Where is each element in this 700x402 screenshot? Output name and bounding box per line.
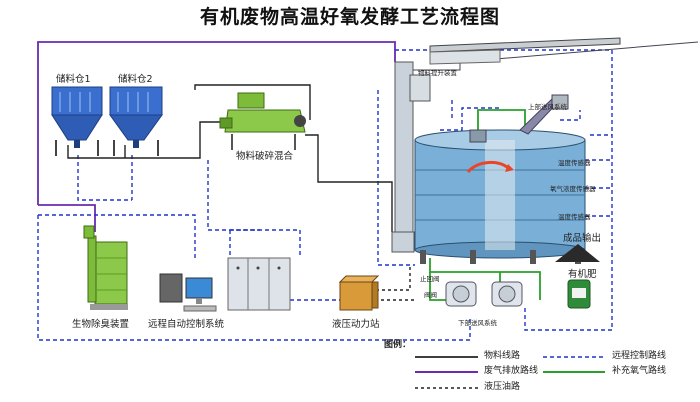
legend-item-hydraulic: 液压油路 — [484, 382, 521, 392]
label-lift: 物料提升装置 — [418, 69, 457, 77]
lower-fans — [445, 281, 523, 307]
bio-deodor-unit — [83, 225, 128, 310]
silo-2 — [109, 86, 163, 156]
legend-title: 图例： — [384, 340, 412, 350]
label-check-valve: 止回阀 — [420, 275, 440, 283]
label-output: 成品输出 — [563, 233, 602, 244]
label-remote-control: 远程自动控制系统 — [148, 319, 225, 330]
label-crusher: 物料破碎混合 — [236, 151, 294, 162]
label-upper-fan: 上部送风系统 — [528, 103, 567, 111]
legend-item-remote: 远程控制路线 — [612, 351, 667, 361]
oxygen-lines — [429, 109, 541, 301]
label-lower-fan: 下部送风系统 — [458, 319, 497, 327]
fermentation-tank — [391, 37, 699, 264]
crusher-mixer — [219, 92, 306, 150]
control-cabinet — [227, 257, 291, 311]
label-temp-sensor: 温度传感器 — [558, 159, 591, 167]
label-fertilizer: 有机肥 — [568, 269, 597, 280]
hydraulic-station — [338, 275, 380, 311]
label-silo-2: 储料仓2 — [118, 74, 153, 85]
page-title: 有机废物高温好氧发酵工艺流程图 — [199, 6, 500, 28]
label-hydraulic: 液压动力站 — [332, 319, 380, 330]
exhaust-lines — [37, 41, 396, 232]
hydraulic-lines — [370, 265, 415, 301]
legend — [415, 356, 605, 389]
label-deodor: 生物除臭装置 — [72, 319, 130, 330]
label-silo-1: 储料仓1 — [56, 74, 91, 85]
label-temp-sensor-2: 温度传感器 — [558, 213, 591, 221]
legend-item-oxygen: 补充氧气路线 — [612, 366, 667, 376]
legend-item-material: 物料线路 — [484, 351, 521, 361]
legend-item-exhaust: 废气排放路线 — [484, 366, 539, 376]
silo-1 — [51, 86, 103, 156]
label-valve: 阀阀 — [424, 291, 437, 299]
label-oxygen-sensor: 氧气浓度传感器 — [550, 185, 596, 193]
fertilizer-output — [555, 244, 600, 309]
control-computer — [159, 273, 217, 312]
